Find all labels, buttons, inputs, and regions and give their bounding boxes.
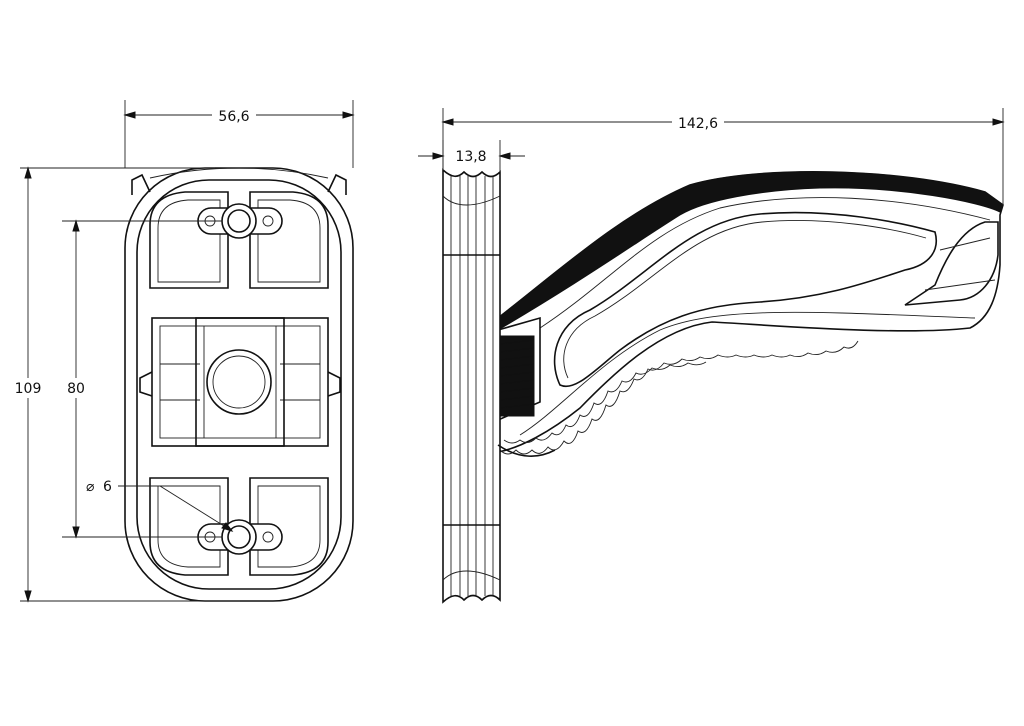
front-top-clip-right bbox=[327, 173, 347, 195]
front-pocket-bottom-left-inner bbox=[157, 485, 221, 568]
front-pocket-top-left bbox=[149, 191, 229, 289]
front-pocket-top-right-inner bbox=[257, 199, 321, 283]
dim-hole-diameter-label: 6 bbox=[103, 479, 112, 495]
front-top-rim bbox=[149, 167, 329, 179]
dim-side-base-depth-label: 13,8 bbox=[455, 149, 486, 165]
front-top-clip-left bbox=[131, 173, 151, 195]
dim-hole-spacing-label: 80 bbox=[67, 381, 85, 397]
side-arm-outline bbox=[497, 170, 1004, 453]
side-arm-top-edge bbox=[497, 171, 1004, 331]
side-arm-lens-inner bbox=[563, 220, 927, 379]
front-base-inner bbox=[136, 179, 342, 590]
dim-side-total-length: 142,6 bbox=[441, 108, 1005, 205]
dim-hole-spacing: 80 bbox=[62, 219, 222, 539]
side-connector-hatch bbox=[499, 335, 535, 417]
front-pocket-bottom-left bbox=[149, 477, 229, 576]
dim-side-total-length-label: 142,6 bbox=[678, 116, 718, 132]
front-center-boss bbox=[139, 317, 341, 447]
dim-hole-diameter-symbol: ⌀ bbox=[86, 479, 95, 495]
side-arm-lens bbox=[553, 211, 937, 388]
side-base-plate bbox=[442, 168, 501, 604]
dim-front-width: 56,6 bbox=[123, 100, 355, 168]
dim-front-height-label: 109 bbox=[15, 381, 42, 397]
side-arm-end-cap bbox=[904, 221, 999, 306]
side-arm-contour-lower bbox=[519, 311, 976, 436]
side-arm-scallops bbox=[499, 340, 859, 455]
front-pocket-bottom-right bbox=[249, 477, 329, 576]
front-pocket-bottom-right-inner bbox=[257, 485, 321, 568]
front-pocket-top-left-inner bbox=[157, 199, 221, 283]
dim-side-base-depth: 13,8 bbox=[418, 140, 525, 172]
dim-hole-diameter: ⌀ 6 bbox=[86, 479, 234, 532]
dim-front-width-label: 56,6 bbox=[218, 109, 249, 125]
front-pocket-top-right bbox=[249, 191, 329, 289]
side-view: 142,6 13,8 bbox=[418, 108, 1005, 604]
dim-front-height: 109 bbox=[14, 166, 240, 603]
front-view: 56,6 109 80 ⌀ 6 bbox=[14, 100, 355, 603]
side-arm-contour bbox=[539, 197, 991, 329]
